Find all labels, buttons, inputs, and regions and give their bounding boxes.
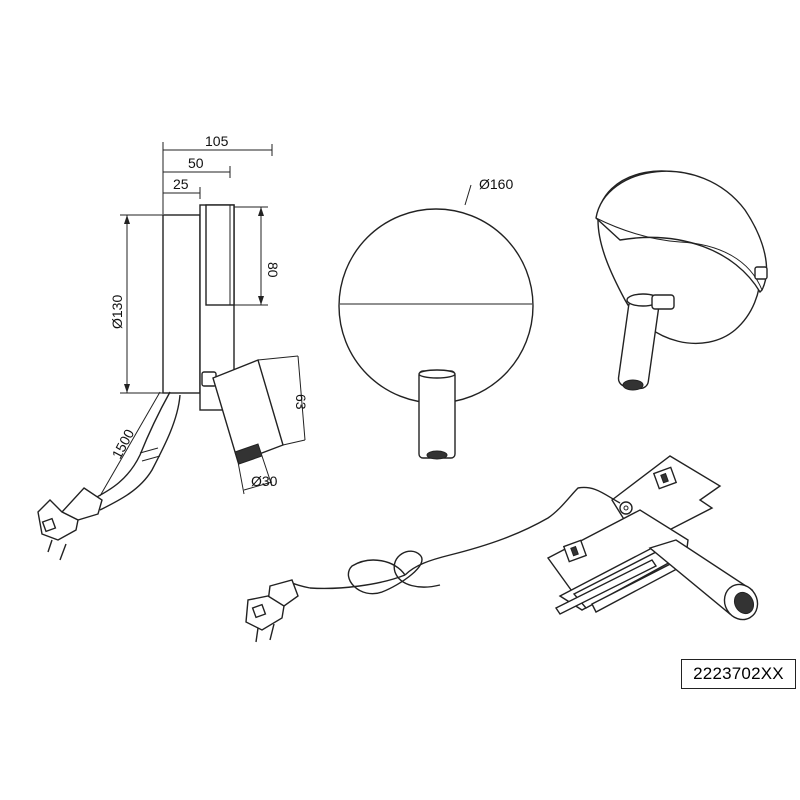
- model-number-box: 2223702XX: [681, 659, 796, 689]
- dim-50-label: 50: [188, 155, 204, 171]
- cable-side: [94, 391, 181, 511]
- exploded-view: [245, 455, 759, 643]
- dim-80-label: 80: [265, 262, 281, 278]
- dim-105-label: 105: [205, 133, 229, 149]
- dim-25-label: 25: [173, 176, 189, 192]
- dim-diameter-160-label: Ø160: [479, 176, 513, 192]
- diameter-130-dimension: [120, 214, 163, 394]
- dim-diameter-130-label: Ø130: [109, 295, 125, 329]
- height-80-dimension: [234, 206, 268, 306]
- perspective-view: [595, 170, 768, 391]
- front-view: Ø160: [338, 176, 534, 460]
- plug-side: [37, 487, 103, 561]
- front-spot-tube: [418, 370, 456, 459]
- dim-63-label: 63: [293, 394, 309, 410]
- dim-diameter-30-label: Ø30: [251, 473, 278, 489]
- side-view: 105 50 25 80 Ø130 1500 63 Ø30: [37, 133, 309, 561]
- dim-1500-label: 1500: [109, 426, 138, 461]
- top-dimension-lines: [162, 142, 273, 214]
- spot-head-side: [201, 355, 306, 495]
